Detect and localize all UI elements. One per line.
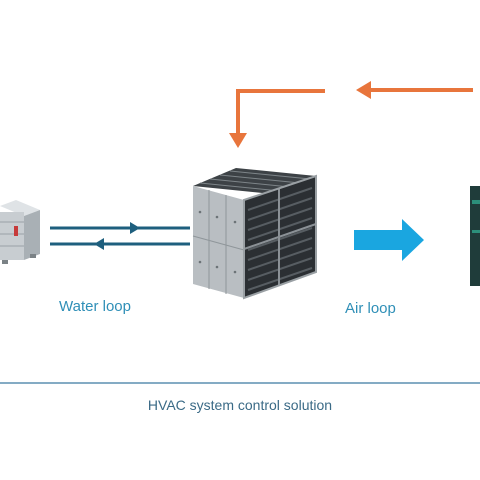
supply-air-arrow xyxy=(354,219,424,261)
air-loop-label: Air loop xyxy=(345,300,396,317)
water-supply-arrow xyxy=(50,222,190,234)
return-air-arrow-right xyxy=(356,81,473,99)
return-air-arrow-down xyxy=(229,89,325,148)
diagram-caption: HVAC system control solution xyxy=(147,397,333,413)
cabinet-unit-icon xyxy=(470,186,480,286)
water-return-arrow xyxy=(50,238,190,250)
air-handling-unit-icon xyxy=(192,168,317,300)
water-loop-label: Water loop xyxy=(59,298,131,315)
chiller-unit-icon xyxy=(0,200,40,264)
